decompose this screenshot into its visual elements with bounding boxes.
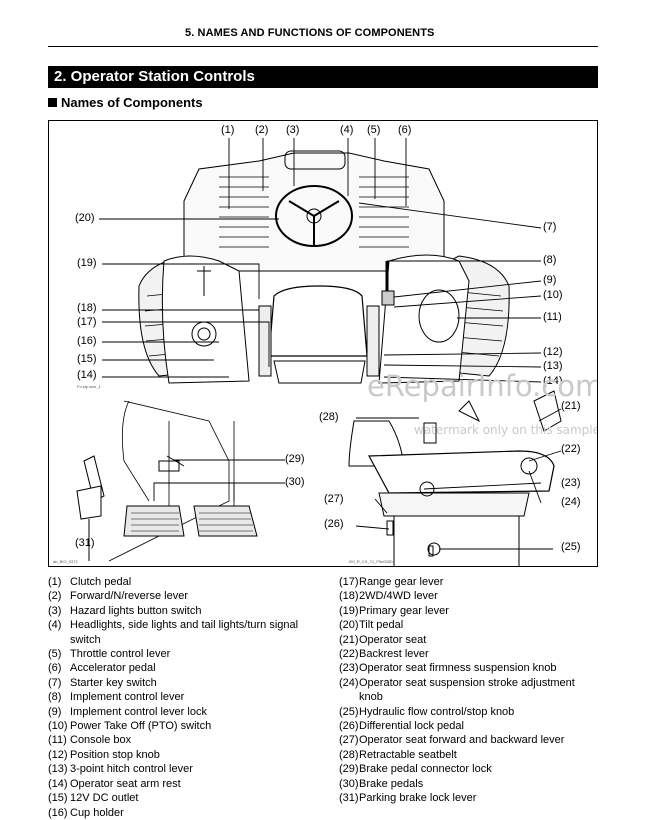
header-rule	[48, 46, 598, 47]
watermark-sub: watermark only on this sample	[414, 423, 598, 437]
figure-label-7: (7)	[543, 221, 557, 233]
legend-right: (17)Range gear lever (18)2WD/4WD lever (…	[339, 575, 597, 806]
figure-label-20: (20)	[75, 212, 95, 224]
legend-item: (19)Primary gear lever	[339, 604, 449, 617]
legend-item: (30)Brake pedals	[339, 777, 424, 790]
legend-item: (26)Differential lock pedal	[339, 720, 464, 733]
legend-item: (17)Range gear lever	[339, 576, 444, 588]
legend-item: (10)Power Take Off (PTO) switch	[48, 720, 212, 733]
legend-item: (12)Position stop knob	[48, 748, 160, 761]
legend-item: (2)Forward/N/reverse lever	[48, 590, 188, 603]
legend-item: (18)2WD/4WD lever	[339, 590, 438, 603]
figure-label-14-left: (14)	[77, 369, 97, 381]
figure-label-17: (17)	[77, 316, 97, 328]
figure-label-21: (21)	[561, 400, 581, 412]
legend-item: (1)Clutch pedal	[48, 576, 132, 588]
figure-label-11: (11)	[543, 311, 562, 323]
legend-item: (9)Implement control lever lock	[48, 705, 207, 718]
subheading-text: Names of Components	[61, 95, 203, 110]
figure-label-22: (22)	[561, 443, 581, 455]
figure-caption-3: f00_R_CS_71_F5n000D	[349, 559, 393, 564]
figure-label-9: (9)	[543, 274, 557, 286]
square-bullet-icon	[48, 98, 57, 107]
legend-item: (25)Hydraulic flow control/stop knob	[339, 705, 515, 718]
legend-item: (28)Retractable seatbelt	[339, 748, 457, 761]
legend-item: (7)Starter key switch	[48, 676, 157, 689]
figure-label-25: (25)	[561, 541, 581, 553]
figure-drawing	[76, 138, 562, 566]
legend-item: (16)Cup holder	[48, 806, 124, 819]
legend-item: (4)Headlights, side lights and tail ligh…	[48, 619, 299, 646]
figure-label-3: (3)	[286, 124, 300, 136]
figure-label-13: (13)	[543, 360, 563, 372]
legend-item: (22)Backrest lever	[339, 648, 429, 661]
legend-item: (20)Tilt pedal	[339, 619, 404, 632]
section-title: 2. Operator Station Controls	[54, 68, 255, 85]
figure-label-5: (5)	[367, 124, 381, 136]
operator-station-figure: (1) (2) (3) (4) (5) (6) (7) (8) (9) (10)…	[48, 120, 598, 567]
section-title-band: 2. Operator Station Controls	[48, 66, 598, 88]
figure-label-28: (28)	[319, 411, 339, 423]
legend-item: (14)Operator seat arm rest	[48, 777, 181, 790]
figure-label-19: (19)	[77, 257, 97, 269]
figure-label-31: (31)	[75, 537, 95, 549]
figure-label-27: (27)	[324, 493, 344, 505]
section-header: 5. NAMES AND FUNCTIONS OF COMPONENTS	[185, 27, 435, 39]
legend-item: (27)Operator seat forward and backward l…	[339, 734, 565, 747]
legend-item: (15)12V DC outlet	[48, 792, 139, 805]
figure-label-29: (29)	[285, 453, 305, 465]
legend-left: (1)Clutch pedal (2)Forward/N/reverse lev…	[48, 575, 308, 820]
legend-item: (5)Throttle control lever	[48, 648, 171, 661]
watermark: eRepairInfo.com	[367, 369, 598, 403]
legend-item: (23)Operator seat firmness suspension kn…	[339, 662, 557, 675]
legend-item: (29)Brake pedal connector lock	[339, 763, 492, 776]
figure-label-10: (10)	[543, 289, 563, 301]
legend-item: (13)3-point hitch control lever	[48, 763, 193, 776]
legend-item: (21)Operator seat	[339, 633, 427, 646]
legend-item: (31)Parking brake lock lever	[339, 792, 477, 805]
legend-item: (24)Operator seat suspension stroke adju…	[339, 676, 575, 704]
figure-label-26: (26)	[324, 518, 344, 530]
figure-caption-2: ab_BIO_0372	[53, 559, 78, 564]
figure-label-24: (24)	[561, 496, 581, 508]
legend-item: (6)Accelerator pedal	[48, 662, 156, 675]
figure-label-6: (6)	[398, 124, 412, 136]
legend-item: (8)Implement control lever	[48, 691, 185, 704]
figure-label-23: (23)	[561, 477, 581, 489]
figure-label-15: (15)	[77, 353, 97, 365]
figure-label-1: (1)	[221, 124, 235, 136]
figure-label-2: (2)	[255, 124, 269, 136]
figure-label-4: (4)	[340, 124, 354, 136]
figure-label-8: (8)	[543, 254, 557, 266]
figure-caption-1: Fo.stp.size_1	[77, 384, 101, 389]
legend-item: (11)Console box	[48, 734, 132, 747]
legend-item: (3)Hazard lights button switch	[48, 604, 202, 617]
figure-label-12: (12)	[543, 346, 563, 358]
figure-label-30: (30)	[285, 476, 305, 488]
figure-label-14: (14)	[543, 375, 563, 387]
subheading: Names of Components	[48, 95, 203, 110]
figure-label-16: (16)	[77, 335, 97, 347]
figure-label-18: (18)	[77, 302, 97, 314]
